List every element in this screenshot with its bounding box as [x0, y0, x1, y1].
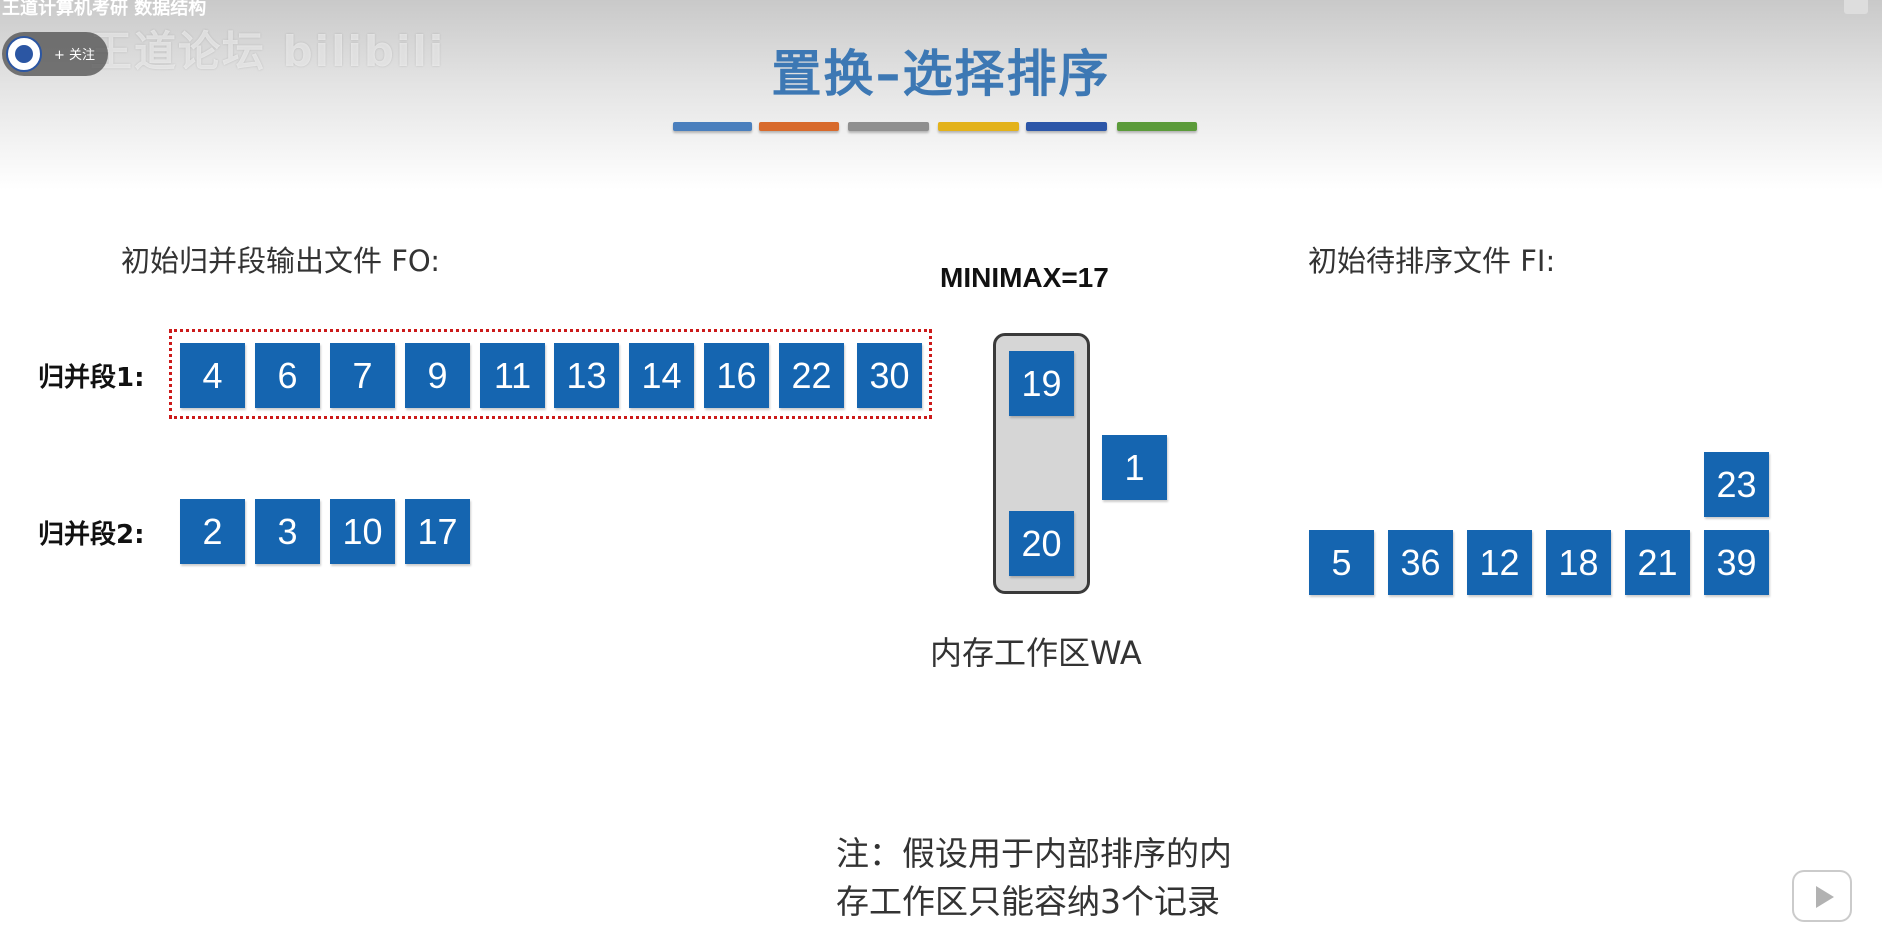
run-2-record: 10	[330, 499, 395, 564]
title-bar-2	[759, 122, 839, 131]
slide-header-background	[0, 0, 1882, 190]
workarea-side-record: 1	[1102, 435, 1167, 500]
slide-title: 置换–选择排序	[771, 45, 1111, 103]
note-line-1: 注：假设用于内部排序的内	[836, 834, 1232, 873]
workarea-label: 内存工作区WA	[930, 634, 1142, 672]
workarea-record: 19	[1009, 351, 1074, 416]
run-1-record: 13	[554, 343, 619, 408]
input-file-label: 初始待排序文件 FI:	[1308, 244, 1556, 278]
run-1-record: 7	[330, 343, 395, 408]
run-1-record: 6	[255, 343, 320, 408]
output-file-label: 初始归并段输出文件 FO:	[121, 244, 440, 278]
play-icon[interactable]	[1792, 870, 1852, 922]
channel-avatar-icon	[6, 36, 42, 72]
input-record: 39	[1704, 530, 1769, 595]
note-line-2: 存工作区只能容纳3个记录	[836, 882, 1220, 921]
run-1-record: 30	[857, 343, 922, 408]
run-2-label: 归并段2:	[38, 520, 145, 550]
run-1-record: 22	[779, 343, 844, 408]
run-1-record: 14	[629, 343, 694, 408]
video-title: 王道计算机考研 数据结构	[2, 0, 207, 19]
corner-menu-icon[interactable]	[1844, 0, 1868, 14]
follow-label: + 关注	[54, 48, 96, 63]
run-1-label: 归并段1:	[38, 363, 145, 393]
run-1-record: 4	[180, 343, 245, 408]
watermark: 王道论坛 bilibili	[90, 27, 446, 76]
input-record: 18	[1546, 530, 1611, 595]
workarea-record: 20	[1009, 511, 1074, 576]
run-2-record: 17	[405, 499, 470, 564]
input-record: 5	[1309, 530, 1374, 595]
title-bar-4	[938, 122, 1019, 131]
title-bar-3	[848, 122, 929, 131]
run-1-record: 9	[405, 343, 470, 408]
run-2-record: 2	[180, 499, 245, 564]
minimax-value: MINIMAX=17	[940, 262, 1109, 293]
run-1-highlight	[169, 329, 932, 419]
input-record: 36	[1388, 530, 1453, 595]
run-2-record: 3	[255, 499, 320, 564]
title-bar-1	[673, 122, 752, 131]
run-1-record: 16	[704, 343, 769, 408]
title-bar-6	[1117, 122, 1197, 131]
title-bar-5	[1026, 122, 1107, 131]
input-record: 12	[1467, 530, 1532, 595]
follow-button[interactable]: + 关注	[2, 32, 108, 76]
input-record: 21	[1625, 530, 1690, 595]
run-1-record: 11	[480, 343, 545, 408]
note: 注：假设用于内部排序的内 存工作区只能容纳3个记录	[836, 830, 1256, 926]
input-stacked-record: 23	[1704, 452, 1769, 517]
